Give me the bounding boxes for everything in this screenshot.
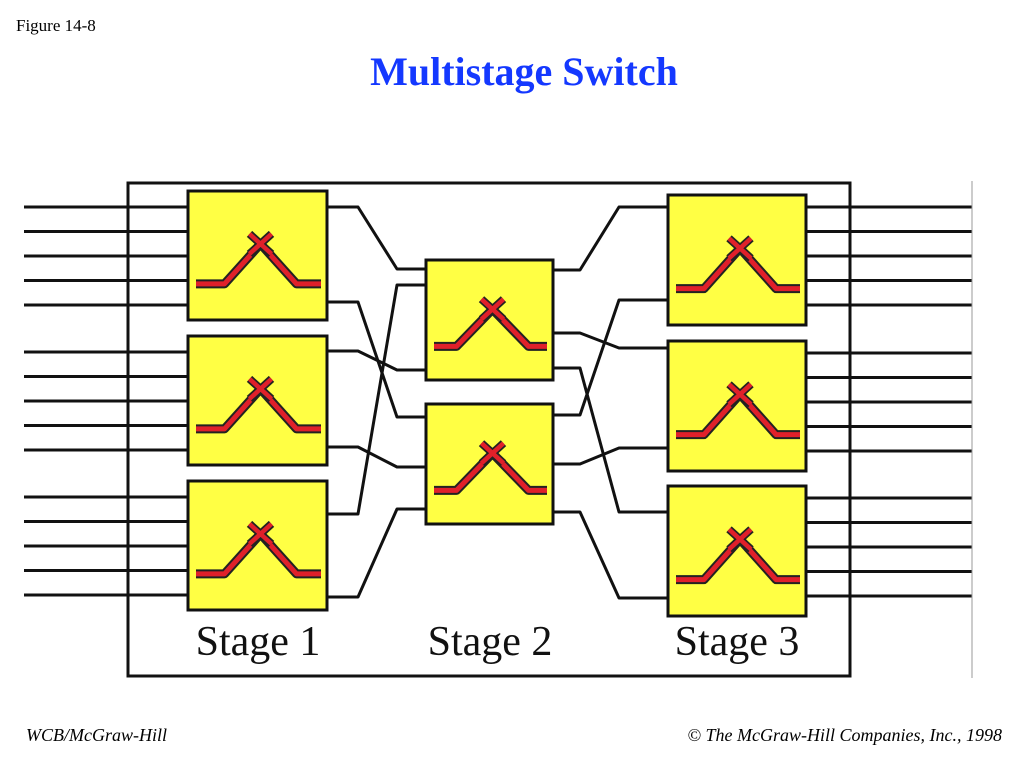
- stage3-crossbar-1-box: [666, 193, 808, 327]
- stage1-crossbar-1: [186, 189, 329, 322]
- crossbar-x-icon: [247, 377, 274, 401]
- wire-stage1-crossbar2-to-stage2-4: [327, 445, 426, 469]
- footer-publisher: WCB/McGraw-Hill: [26, 725, 167, 745]
- crossbar-x-icon: [479, 441, 506, 465]
- crossbar-x-icon: [727, 236, 753, 260]
- copyright-symbol: ©: [687, 725, 702, 745]
- wire-stage2-crossbar2-to-stage3-2: [553, 298, 668, 417]
- wire-stage1-crossbar3-to-stage2-6: [327, 507, 426, 599]
- stage-2-label: Stage 2: [428, 619, 553, 665]
- stage3-crossbar-3-box: [666, 484, 808, 618]
- crossbar-icon: [196, 375, 321, 434]
- crossbar-icon: [676, 381, 800, 440]
- stage2-crossbar-2: [424, 402, 555, 526]
- wire-stage1-crossbar3-to-stage2-5: [327, 283, 426, 516]
- crossbar-icon: [196, 520, 321, 579]
- stage3-crossbar-2: [666, 339, 808, 473]
- wire-stage2-crossbar2-to-stage3-6: [553, 510, 668, 600]
- wire-stage2-crossbar2-to-stage3-4: [553, 446, 668, 466]
- stage1-crossbar-3-box: [186, 479, 329, 612]
- wire-stage1-crossbar1-to-stage2-1: [327, 205, 426, 271]
- figure-label: Figure 14-8: [16, 16, 96, 35]
- crossbar-icon: [676, 235, 800, 294]
- crossbar-x-icon: [479, 297, 506, 321]
- crossbar-x-icon: [727, 382, 753, 406]
- crossbar-x-icon: [247, 522, 274, 546]
- crossbar-x-icon: [247, 232, 274, 256]
- crossbar-icon: [676, 526, 800, 585]
- stage-1-label: Stage 1: [196, 619, 321, 665]
- stage1-crossbar-1-box: [186, 189, 329, 322]
- stage2-crossbar-2-box: [424, 402, 555, 526]
- copyright-text: The McGraw-Hill Companies, Inc., 1998: [705, 725, 1002, 745]
- stage3-crossbar-2-box: [666, 339, 808, 473]
- wire-stage2-crossbar1-to-stage3-3: [553, 331, 668, 350]
- crossbar-icon: [434, 296, 547, 351]
- stage3-crossbar-1: [666, 193, 808, 327]
- slide-title: Multistage Switch: [370, 49, 678, 94]
- stage-3-label: Stage 3: [675, 619, 800, 665]
- wire-stage2-crossbar1-to-stage3-5: [553, 366, 668, 514]
- crossbar-x-icon: [727, 527, 753, 551]
- stage2-crossbar-1: [424, 258, 555, 382]
- stage2-crossbar-1-box: [424, 258, 555, 382]
- stage3-crossbar-3: [666, 484, 808, 618]
- stage1-crossbar-2-box: [186, 334, 329, 467]
- footer-copyright: © The McGraw-Hill Companies, Inc., 1998: [687, 725, 1002, 746]
- wire-stage1-crossbar2-to-stage2-3: [327, 349, 426, 372]
- wire-stage2-crossbar1-to-stage3-1: [553, 205, 668, 272]
- crossbar-icon: [196, 230, 321, 289]
- stage1-crossbar-2: [186, 334, 329, 467]
- crossbar-icon: [434, 440, 547, 495]
- stage1-crossbar-3: [186, 479, 329, 612]
